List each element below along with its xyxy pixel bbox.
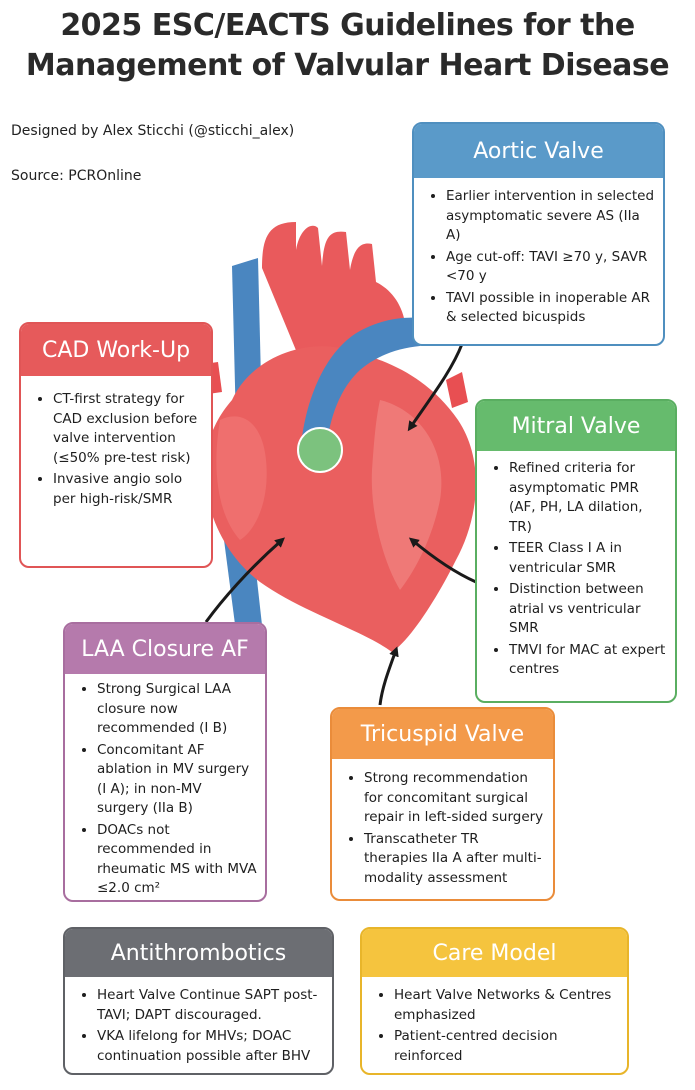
list-item: Concomitant AF ablation in MV surgery (I… (97, 741, 257, 819)
list-item: Heart Valve Networks & Centres emphasize… (394, 986, 619, 1025)
list-item: TMVI for MAC at expert centres (509, 641, 667, 680)
list-item: Invasive angio solo per high-risk/SMR (53, 470, 203, 509)
care-model-card: Care Model Heart Valve Networks & Centre… (360, 927, 629, 1075)
mitral-valve-card: Mitral Valve Refined criteria for asympt… (475, 399, 677, 703)
aortic-valve-card: Aortic Valve Earlier intervention in sel… (412, 122, 665, 346)
laa-closure-card: LAA Closure AF Strong Surgical LAA closu… (63, 622, 267, 902)
list-item: Transcatheter TR therapies IIa A after m… (364, 830, 545, 889)
cad-workup-card: CAD Work-Up CT-first strategy for CAD ex… (19, 322, 213, 568)
title-line-2: Management of Valvular Heart Disease (25, 48, 670, 83)
card-heading: LAA Closure AF (65, 624, 265, 674)
left-atrium-lobe (216, 416, 267, 540)
source-credit: Source: PCROnline (11, 168, 142, 184)
aortic-arch (262, 222, 406, 360)
list-item: VKA lifelong for MHVs; DOAC continuation… (97, 1027, 324, 1066)
heart-highlight (371, 400, 442, 590)
bullet-list: CT-first strategy for CAD exclusion befo… (21, 390, 211, 509)
list-item: Heart Valve Continue SAPT post-TAVI; DAP… (97, 986, 324, 1025)
title-line-1: 2025 ESC/EACTS Guidelines for the (60, 8, 635, 43)
list-item: Strong Surgical LAA closure now recommen… (97, 680, 257, 739)
list-item: Earlier intervention in selected asympto… (446, 187, 655, 246)
card-heading: Aortic Valve (414, 124, 663, 178)
arrow-laa (204, 537, 285, 623)
bullet-list: Heart Valve Continue SAPT post-TAVI; DAP… (65, 986, 332, 1066)
bullet-list: Refined criteria for asymptomatic PMR (A… (477, 459, 675, 680)
designer-credit: Designed by Alex Sticchi (@sticchi_alex) (11, 123, 295, 139)
bullet-list: Heart Valve Networks & Centres emphasize… (362, 986, 627, 1066)
list-item: Age cut-off: TAVI ≥70 y, SAVR <70 y (446, 248, 655, 287)
valve (297, 427, 343, 473)
card-heading: Mitral Valve (477, 401, 675, 451)
card-heading: Tricuspid Valve (332, 709, 553, 759)
page-title: 2025 ESC/EACTS Guidelines for the Manage… (0, 6, 695, 86)
list-item: TAVI possible in inoperable AR & selecte… (446, 289, 655, 328)
list-item: DOACs not recommended in rheumatic MS wi… (97, 821, 257, 899)
bullet-list: Earlier intervention in selected asympto… (414, 187, 663, 328)
antithrombotics-card: Antithrombotics Heart Valve Continue SAP… (63, 927, 334, 1075)
list-item: TEER Class I A in ventricular SMR (509, 539, 667, 578)
list-item: Distinction between atrial vs ventricula… (509, 580, 667, 639)
list-item: Refined criteria for asymptomatic PMR (A… (509, 459, 667, 537)
arrow-tricuspid (378, 646, 399, 706)
bullet-list: Strong recommendation for concomitant su… (332, 769, 553, 888)
bullet-list: Strong Surgical LAA closure now recommen… (65, 680, 265, 899)
list-item: Patient-centred decision reinforced (394, 1027, 619, 1066)
tricuspid-valve-card: Tricuspid Valve Strong recommendation fo… (330, 707, 555, 901)
arrow-aortic (407, 343, 464, 432)
pulmonary-artery (300, 317, 420, 462)
list-item: Strong recommendation for concomitant su… (364, 769, 545, 828)
card-heading: CAD Work-Up (21, 324, 211, 376)
vessel-branch-right (446, 372, 468, 408)
card-heading: Antithrombotics (65, 929, 332, 977)
list-item: CT-first strategy for CAD exclusion befo… (53, 390, 203, 468)
card-heading: Care Model (362, 929, 627, 977)
arrow-mitral (408, 537, 477, 584)
